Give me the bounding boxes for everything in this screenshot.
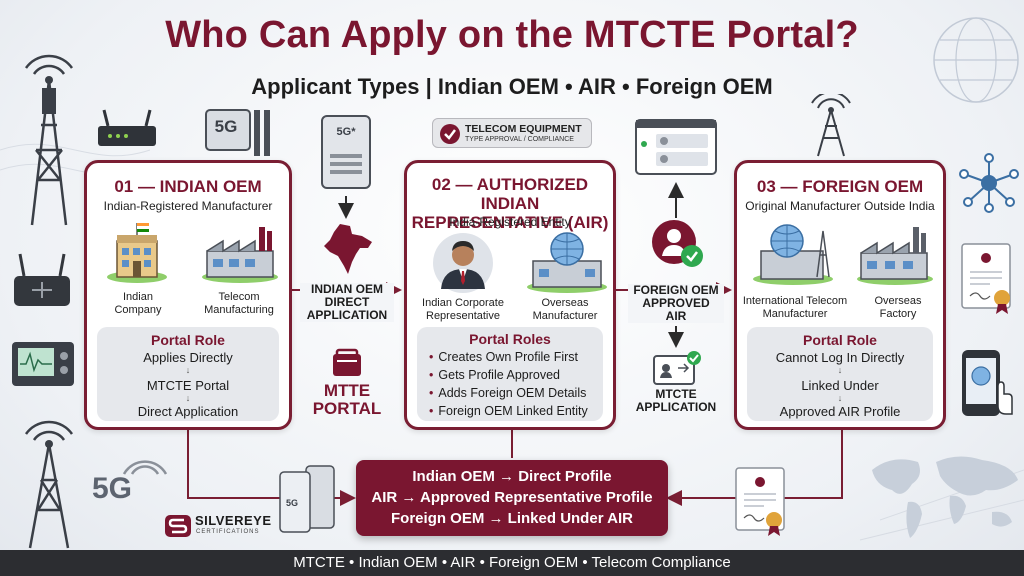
logo-tagline: CERTIFICATIONS: [196, 529, 260, 535]
card1-heading: 01 — INDIAN OEM: [114, 177, 262, 196]
digital-globe-icon: [933, 17, 1019, 103]
card3-role-box: Portal Role Cannot Log In Directly ↓ Lin…: [747, 327, 933, 421]
certificate-icon: [961, 243, 1011, 314]
summary-line-foreign-oem: Foreign OEM → Linked Under AIR: [391, 510, 633, 527]
indian-oem-flow-label: INDIAN OEM DIRECT APPLICATION: [300, 283, 394, 322]
card1-role-line-1: Applies Directly: [143, 350, 233, 365]
card1-role-line-3: Direct Application: [137, 404, 239, 419]
router-icon: [98, 109, 156, 146]
summary-line-indian-oem: Indian OEM → Direct Profile: [412, 468, 612, 485]
silvereye-logo-icon: [165, 515, 191, 537]
card1-down-arrow-icon: ↓: [185, 365, 191, 375]
card2-role-list: Creates Own Profile First Gets Profile A…: [429, 348, 603, 420]
page-title: Who Can Apply on the MTCTE Portal?: [165, 14, 859, 56]
card3-role-line-3: Approved AIR Profile: [779, 404, 901, 419]
card3-icon-left-label: International Telecom Manufacturer: [742, 295, 848, 320]
card3-role-title: Portal Role: [803, 332, 877, 348]
rack-5g-label: 5G*: [336, 126, 356, 138]
indian-company-building-icon: [107, 223, 167, 283]
portal-icon: [333, 348, 361, 376]
card3-subheading: Original Manufacturer Outside India: [745, 199, 935, 213]
card2-role-box: Portal Roles Creates Own Profile First G…: [417, 327, 603, 421]
overseas-manufacturer-globe-icon: [527, 232, 607, 293]
bottom-cell-tower-icon: [24, 420, 74, 549]
network-node-icon: [959, 153, 1019, 213]
base-station-5g-label: 5G: [285, 498, 298, 508]
card3-icon-right-label: Overseas Factory: [874, 295, 922, 320]
cell-tower-icon: [24, 54, 74, 226]
card2-role-item: Adds Foreign OEM Details: [429, 384, 603, 402]
overseas-factory-icon: [857, 227, 933, 285]
card-indian-oem: 01 — INDIAN OEM Indian-Registered Manufa…: [84, 160, 292, 430]
card2-role-item: Creates Own Profile First: [429, 348, 603, 366]
page-subtitle: Applicant Types | Indian OEM • AIR • For…: [251, 74, 773, 99]
card3-role-line-2: Linked Under: [801, 378, 879, 393]
summary-line-air: AIR → Approved Representative Profile: [371, 489, 653, 506]
card2-subheading: India-Registered Entity: [449, 215, 571, 229]
world-map-icon: [872, 456, 1018, 538]
check-circle-icon: [440, 124, 460, 144]
telecom-factory-icon: [202, 227, 278, 283]
foreign-oem-flow-label: FOREIGN OEM APPROVED AIR: [628, 284, 724, 323]
wifi-router-icon: [14, 253, 70, 306]
5g-base-station-unit-icon: [279, 465, 335, 533]
signal-waves-icon: [122, 460, 168, 475]
5g-large-label: 5G: [92, 472, 133, 505]
mtcte-application-icon: [653, 351, 701, 385]
5g-radio-unit-icon: [205, 109, 270, 156]
badge-line1: TELECOM EQUIPMENT: [465, 123, 582, 135]
portal-monitor-icon: [635, 119, 717, 175]
card-air: 02 — AUTHORIZED INDIAN REPRESENTATIVE (A…: [404, 160, 616, 430]
card2-heading: 02 — AUTHORIZED INDIAN REPRESENTATIVE (A…: [411, 175, 609, 232]
card3-role-line-1: Cannot Log In Directly: [775, 350, 905, 365]
international-telecom-manufacturer-icon: [753, 224, 833, 285]
bottom-certificate-icon: [735, 467, 785, 536]
mtcte-application-label: MTCTE APPLICATION: [635, 387, 717, 414]
card1-icon-right-label: Telecom Manufacturing: [204, 291, 274, 316]
badge-line2: TYPE APPROVAL / COMPLIANCE: [465, 136, 574, 143]
card1-icon-left-label: Indian Company: [114, 291, 162, 316]
approved-user-icon: [652, 220, 703, 267]
mtte-portal-label: MTTE PORTAL: [312, 381, 382, 418]
card-foreign-oem: 03 — FOREIGN OEM Original Manufacturer O…: [734, 160, 946, 430]
card2-icon-left-label: Indian Corporate Representative: [422, 297, 504, 322]
5g-radio-label: 5G: [214, 117, 238, 136]
network-rack-icon: [321, 115, 371, 189]
footer-bar: MTCTE • Indian OEM • AIR • Foreign OEM •…: [0, 550, 1024, 576]
telecom-equipment-badge: TELECOM EQUIPMENT TYPE APPROVAL / COMPLI…: [432, 118, 592, 148]
card1-role-box: Portal Role Applies Directly ↓ MTCTE Por…: [97, 327, 279, 421]
mobile-device-icon: [962, 350, 1013, 416]
card3-heading: 03 — FOREIGN OEM: [756, 177, 924, 196]
logo-name: SILVEREYE: [195, 513, 272, 528]
card2-role-item: Gets Profile Approved: [429, 366, 603, 384]
indian-representative-avatar-icon: [433, 233, 493, 293]
card1-down-arrow-icon-2: ↓: [185, 393, 191, 403]
card1-role-title: Portal Role: [151, 332, 225, 348]
card1-subheading: Indian-Registered Manufacturer: [103, 199, 273, 213]
card2-role-item: Foreign OEM Linked Entity: [429, 402, 603, 420]
test-meter-icon: [12, 342, 74, 386]
summary-box: Indian OEM → Direct Profile AIR → Approv…: [356, 460, 668, 536]
right-cell-tower-icon: [811, 94, 851, 157]
card3-down-arrow-icon: ↓: [837, 365, 843, 375]
india-map-icon: [324, 224, 372, 274]
card2-role-title: Portal Roles: [469, 331, 551, 347]
card2-icon-right-label: Overseas Manufacturer: [532, 297, 598, 322]
card1-role-line-2: MTCTE Portal: [146, 378, 230, 393]
card3-down-arrow-icon-2: ↓: [837, 393, 843, 403]
